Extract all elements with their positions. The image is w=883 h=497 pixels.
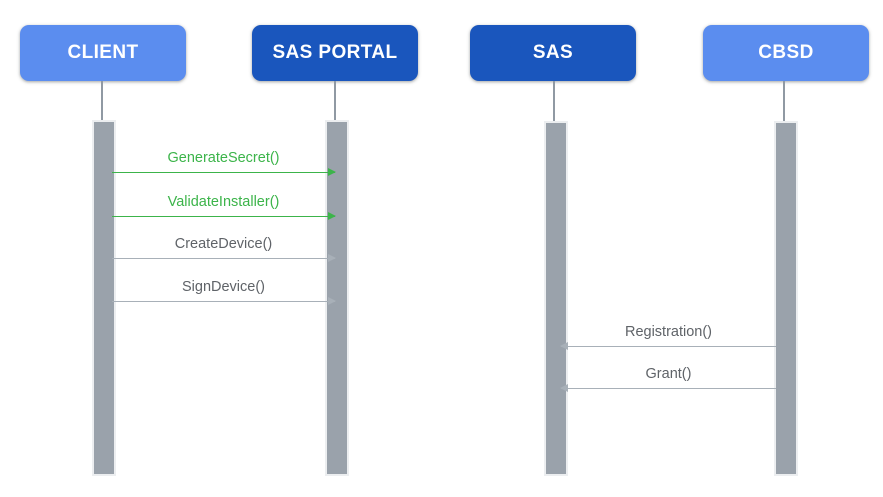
message-line bbox=[561, 346, 776, 347]
arrow-head-icon bbox=[328, 211, 336, 220]
arrow-head-icon bbox=[328, 167, 336, 176]
participant-box-sas-portal[interactable]: SAS PORTAL bbox=[252, 25, 418, 81]
message-label: CreateDevice() bbox=[174, 236, 273, 252]
participant-box-cbsd[interactable]: CBSD bbox=[703, 25, 869, 81]
arrow-head-icon bbox=[328, 296, 336, 305]
message-label: SignDevice() bbox=[182, 279, 265, 295]
message-line bbox=[112, 216, 335, 217]
message-label: Grant() bbox=[645, 366, 692, 382]
activation-bar-client bbox=[92, 120, 116, 476]
message-line bbox=[112, 258, 335, 259]
message-line bbox=[112, 172, 335, 173]
message-label: GenerateSecret() bbox=[167, 150, 280, 166]
lifeline-sas bbox=[553, 81, 555, 121]
arrow-head-icon bbox=[560, 341, 568, 350]
activation-bar-cbsd bbox=[774, 121, 798, 476]
message-line bbox=[112, 301, 335, 302]
message-label: ValidateInstaller() bbox=[167, 194, 280, 210]
participant-label-sas: SAS bbox=[532, 42, 574, 63]
participant-label-client: CLIENT bbox=[67, 42, 139, 63]
participant-box-sas[interactable]: SAS bbox=[470, 25, 636, 81]
activation-bar-sas bbox=[544, 121, 568, 476]
message-label: Registration() bbox=[624, 324, 713, 340]
participant-label-sas-portal: SAS PORTAL bbox=[272, 42, 398, 63]
lifeline-client bbox=[101, 81, 103, 120]
participant-label-cbsd: CBSD bbox=[758, 42, 814, 63]
lifeline-sas-portal bbox=[334, 81, 336, 120]
participant-box-client[interactable]: CLIENT bbox=[20, 25, 186, 81]
message-line bbox=[561, 388, 776, 389]
arrow-head-icon bbox=[560, 383, 568, 392]
arrow-head-icon bbox=[328, 253, 336, 262]
lifeline-cbsd bbox=[783, 81, 785, 121]
